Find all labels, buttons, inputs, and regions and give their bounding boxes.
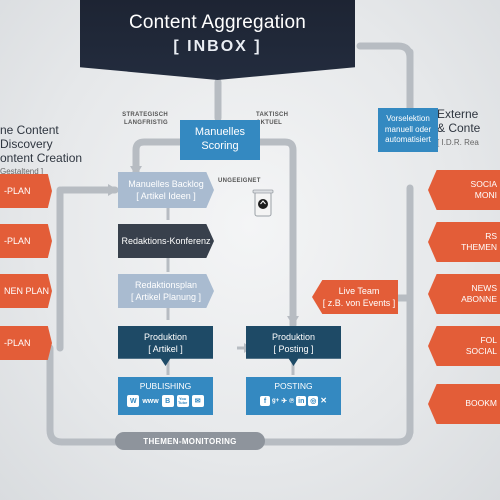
left-plan-label-4: -PLAN [4,337,31,348]
right-source-item-5[interactable]: BOOKM [428,384,500,424]
langfristig-label: LANGFRISTIG [124,119,168,126]
right-source-2-line2: THEMEN [461,242,497,252]
plan-sub: [ Artikel Planung ] [130,292,202,302]
manuelles-scoring-box[interactable]: Manuelles Scoring [180,120,260,160]
taktisch-label: TAKTISCH [256,112,289,118]
monitoring-label: THEMEN-MONITORING [143,436,237,446]
posting-box[interactable]: POSTING f g+ ✈ ℗ in ◎ ✕ [246,377,341,415]
right-heading-line1: Externe [437,107,479,121]
banner-title: Content Aggregation [128,12,307,33]
left-plan-label-3: NEN PLAN [4,285,50,296]
left-plan-label-2: -PLAN [4,235,31,246]
prod-left-title: Produktion [143,331,188,342]
backlog-sub: [ Artikel Ideen ] [136,191,196,201]
left-plan-item-3[interactable]: NEN PLAN [0,274,52,308]
right-source-2-line1: RS [485,230,497,241]
right-source-item-2[interactable]: RS THEMEN [428,222,500,262]
right-source-5-line1: BOOKM [465,398,497,409]
right-heading-sub: [ I.D.R. Rea [437,137,479,147]
live-team-title: Live Team [338,285,380,296]
themen-monitoring-pill[interactable]: THEMEN-MONITORING [115,432,265,450]
prod-right-title: Produktion [271,331,316,342]
www-icon: www [142,397,159,405]
publishing-icons: W www B You Tube ✉ [127,395,204,408]
right-source-1-line1: SOCIA [470,178,497,189]
banner-subtitle: [ INBOX ] [173,38,262,55]
right-heading-line2: & Conte [437,120,481,135]
strategisch-label: STRATEGISCH [122,112,168,118]
left-heading-line2: ontent Creation [0,150,83,165]
wordpress-icon: W [127,395,140,408]
linkedin-icon: in [296,396,307,407]
content-aggregation-banner: Content Aggregation [ INBOX ] [80,0,355,80]
plan-title: Redaktionsplan [134,279,198,290]
facebook-icon: f [260,396,271,407]
left-heading-sub: Gestaltend ] [0,167,44,177]
left-plan-item-2[interactable]: -PLAN [0,224,52,258]
redaktionsplan-box[interactable]: Redaktionsplan [ Artikel Planung ] [118,274,214,308]
left-heading-line1: ne Content Discovery [0,123,59,151]
taktisch-note: TAKTISCH AKTUEL [256,112,306,127]
vorselektion-line2: manuell oder [384,124,432,134]
ungeeignet-note: UNGEEIGNET [218,178,261,184]
strategisch-note: STRATEGISCH LANGFRISTIG [122,112,168,127]
scoring-label-line1: Manuelles [194,126,246,139]
konferenz-label: Redaktions-Konferenz [121,235,211,246]
right-source-item-4[interactable]: FOL SOCIAL [428,326,500,366]
googleplus-icon: g+ [272,398,280,405]
vorselektion-box[interactable]: Vorselektion manuell oder automatisiert [378,108,438,152]
right-source-1-line2: MONI [474,190,497,200]
prod-right-sub: [ Posting ] [273,344,314,354]
prod-left-sub: [ Artikel ] [148,344,183,354]
live-team-box[interactable]: Live Team [ z.B. von Events ] [312,280,398,314]
recycle-bin-icon [252,189,274,217]
youtube-icon: You Tube [176,395,189,408]
live-team-sub: [ z.B. von Events ] [322,298,396,308]
right-source-item-1[interactable]: SOCIA MONI [428,170,500,210]
instagram-icon: ◎ [308,396,319,407]
aktuel-label: AKTUEL [256,119,283,126]
right-source-3-line2: ABONNE [461,294,497,304]
manuelles-backlog-box[interactable]: Manuelles Backlog [ Artikel Ideen ] [118,172,214,208]
right-source-4-line1: FOL [480,334,497,345]
vorselektion-line1: Vorselektion [386,114,430,124]
right-source-item-3[interactable]: NEWS ABONNE [428,274,500,314]
posting-icons: f g+ ✈ ℗ in ◎ ✕ [260,395,327,407]
right-heading: Externe & Conte [ I.D.R. Rea [437,107,500,147]
left-plan-item-4[interactable]: -PLAN [0,326,52,360]
left-plan-item-1[interactable]: -PLAN [0,174,52,208]
pinterest-icon: ℗ [289,397,295,405]
blogger-icon: B [161,395,174,408]
scoring-label-line2: Scoring [201,140,239,152]
mail-icon: ✉ [191,395,204,408]
backlog-title: Manuelles Backlog [128,178,204,189]
right-source-3-line1: NEWS [471,282,498,293]
xing-icon: ✕ [320,396,327,406]
twitter-icon: ✈ [281,397,288,405]
produktion-artikel-box[interactable]: Produktion [ Artikel ] [118,326,213,366]
right-source-4-line2: SOCIAL [465,346,497,356]
publishing-label: PUBLISHING [139,381,192,391]
posting-label: POSTING [274,381,313,391]
vorselektion-line3: automatisiert [385,135,431,145]
left-plan-label-1: -PLAN [4,185,31,196]
redaktions-konferenz-box[interactable]: Redaktions-Konferenz [118,224,214,258]
left-heading: ne Content Discovery ontent Creation Ges… [0,123,110,177]
publishing-box[interactable]: PUBLISHING W www B You Tube ✉ [118,377,213,415]
